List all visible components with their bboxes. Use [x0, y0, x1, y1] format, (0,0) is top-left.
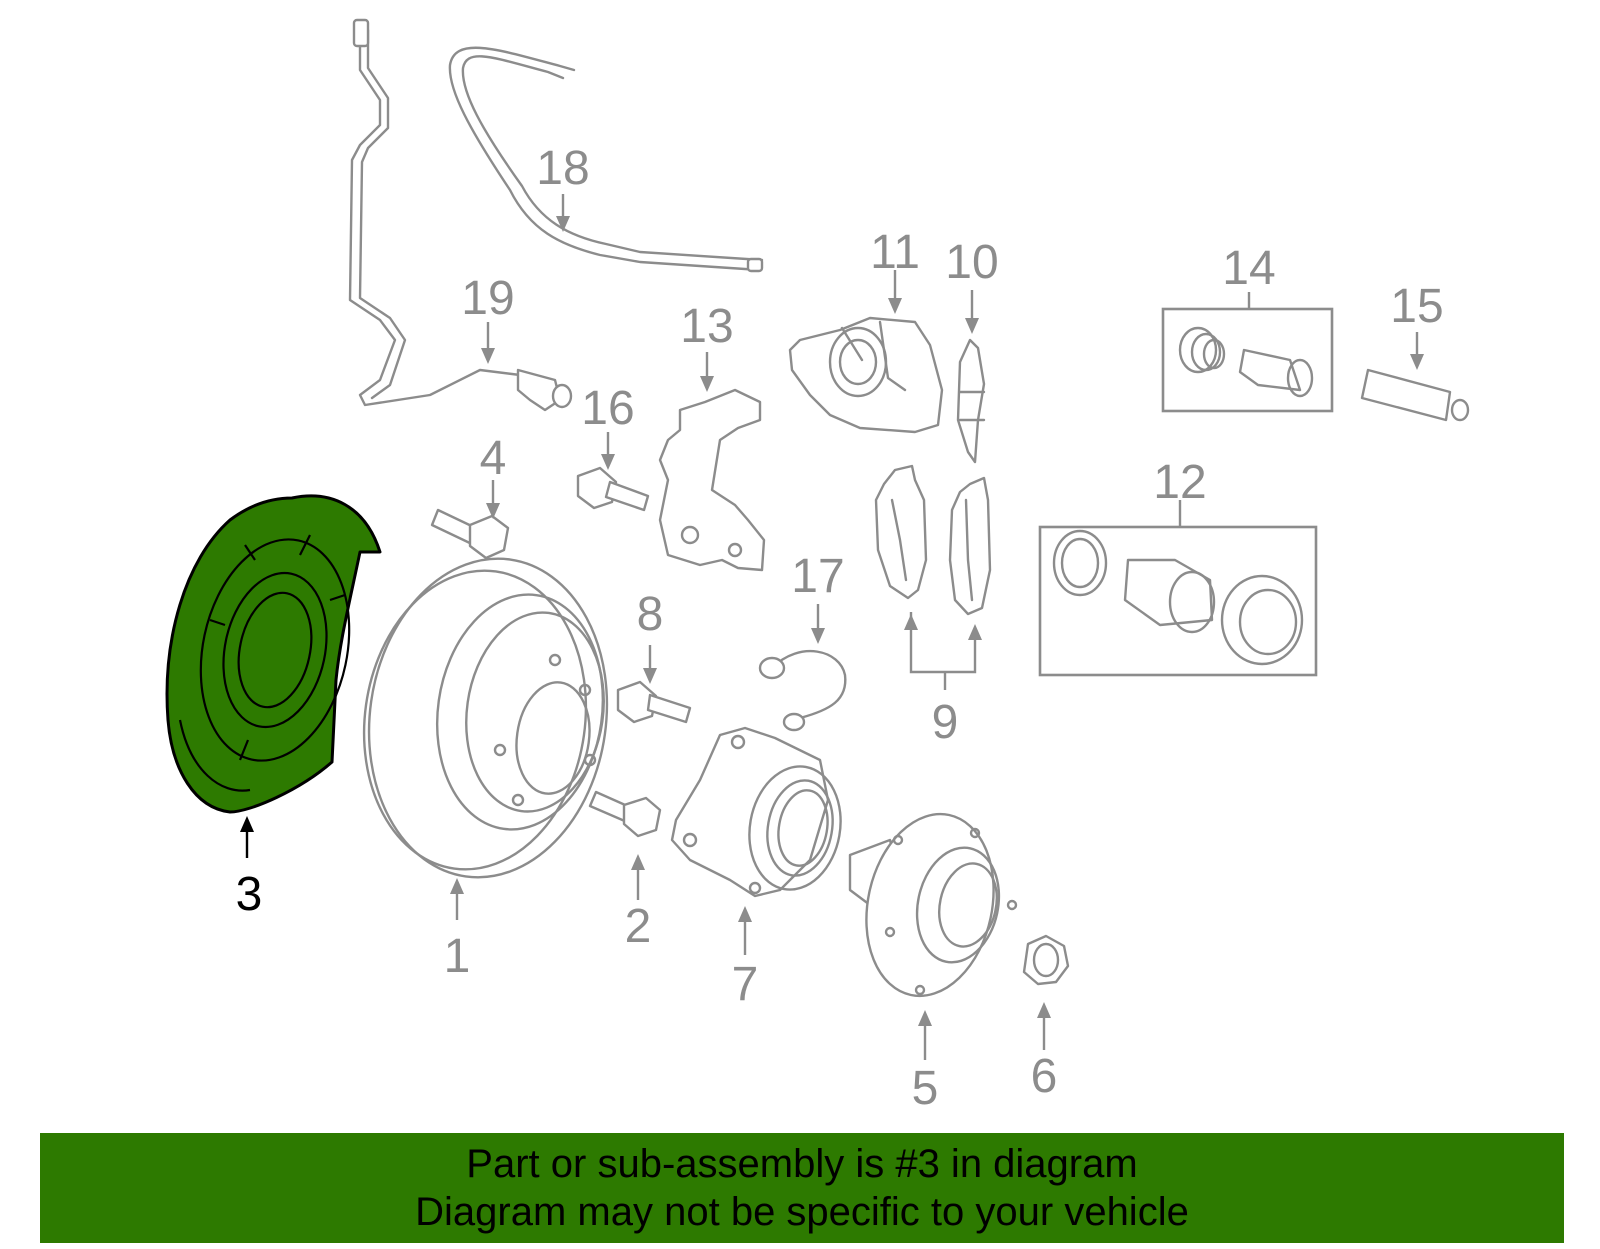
part-4-bolt[interactable] [430, 508, 510, 560]
part-19-abs-sensor[interactable] [348, 18, 573, 412]
part-13-caliper-bracket[interactable] [658, 388, 766, 572]
callout-6[interactable]: 6 [1031, 1050, 1058, 1103]
callout-17[interactable]: 17 [791, 550, 844, 603]
part-11-brake-caliper[interactable] [788, 316, 944, 434]
part-3-brake-backing-plate[interactable] [165, 494, 382, 814]
callout-13[interactable]: 13 [680, 300, 733, 353]
callout-1[interactable]: 1 [444, 930, 471, 983]
part-12-caliper-repair-kit[interactable] [1038, 525, 1318, 677]
banner-line-part: Part or sub-assembly is #3 in diagram [466, 1142, 1138, 1186]
callout-labels: 3 1 2 4 5 6 7 8 9 10 11 12 13 14 15 16 1… [236, 142, 1444, 1115]
part-17-wear-sensor[interactable] [758, 650, 847, 732]
callout-7[interactable]: 7 [732, 958, 759, 1011]
part-18-brake-hose[interactable] [448, 46, 764, 273]
banner-line-disclaimer: Diagram may not be specific to your vehi… [415, 1190, 1189, 1234]
part-7-wheel-bearing[interactable] [670, 726, 850, 898]
callout-18[interactable]: 18 [536, 142, 589, 195]
part-15-guide-pin[interactable] [1360, 368, 1470, 422]
part-9-brake-pads[interactable] [874, 464, 992, 616]
part-10-anti-rattle-clip[interactable] [956, 338, 986, 464]
callout-11[interactable]: 11 [870, 226, 920, 279]
callout-4[interactable]: 4 [480, 432, 507, 485]
part-16-bolt[interactable] [576, 466, 650, 512]
part-5-wheel-hub[interactable] [848, 802, 1018, 1008]
part-8-bolt[interactable] [616, 680, 692, 724]
callout-10[interactable]: 10 [945, 236, 998, 289]
part-1-brake-rotor[interactable] [345, 543, 627, 893]
callout-19[interactable]: 19 [461, 272, 514, 325]
callout-3[interactable]: 3 [236, 868, 263, 921]
part-2-bolt[interactable] [588, 790, 662, 838]
part-info-banner: Part or sub-assembly is #3 in diagram Di… [40, 1133, 1564, 1243]
callout-8[interactable]: 8 [637, 588, 664, 641]
callout-5[interactable]: 5 [912, 1062, 939, 1115]
callout-9[interactable]: 9 [932, 696, 959, 749]
callout-12[interactable]: 12 [1153, 456, 1206, 509]
callout-2[interactable]: 2 [625, 900, 652, 953]
part-6-hub-nut[interactable] [1022, 934, 1070, 986]
callout-14[interactable]: 14 [1222, 242, 1275, 295]
callout-16[interactable]: 16 [581, 382, 634, 435]
part-14-guide-pin-boot-kit[interactable] [1161, 307, 1334, 413]
callout-15[interactable]: 15 [1390, 280, 1443, 333]
callout-leaders [240, 194, 1424, 1060]
